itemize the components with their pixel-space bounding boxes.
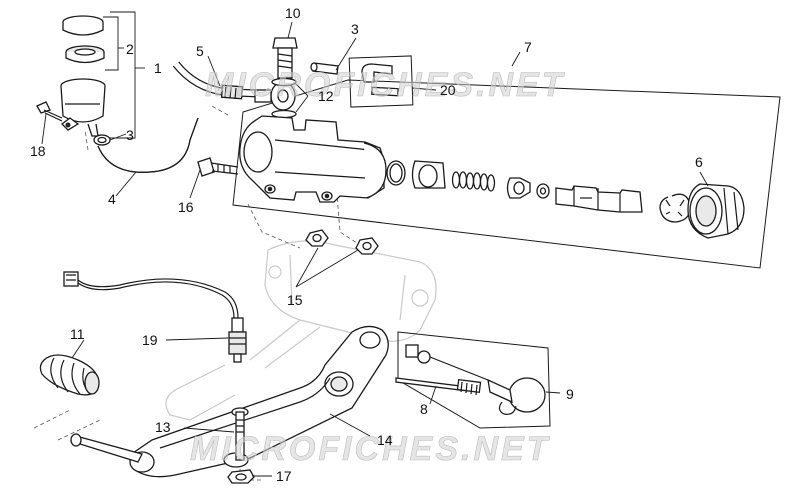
callout-4: 4 xyxy=(108,191,116,207)
callout-12: 12 xyxy=(318,88,334,104)
nut-15-right xyxy=(355,237,379,255)
pedal-switch xyxy=(228,317,247,363)
hose-clip-3 xyxy=(93,134,111,146)
screw-18 xyxy=(36,101,63,122)
push-rod-8 xyxy=(395,377,482,396)
callout-14: 14 xyxy=(377,432,393,448)
callout-16: 16 xyxy=(178,199,194,215)
callout-8: 8 xyxy=(420,401,428,417)
callout-10: 10 xyxy=(285,5,301,21)
piston xyxy=(555,185,643,213)
reservoir-cap xyxy=(62,15,105,64)
circlip xyxy=(659,193,691,223)
kit-frame-7 xyxy=(232,79,781,269)
leader-lines xyxy=(41,21,709,477)
callout-7: 7 xyxy=(524,39,532,55)
rod-end-parts-9 xyxy=(405,344,546,415)
watermark-bottom: MICROFICHES.NET xyxy=(190,430,551,468)
pin-3 xyxy=(310,62,339,75)
small-washer xyxy=(536,183,550,199)
callout-5: 5 xyxy=(196,43,204,59)
callout-15: 15 xyxy=(287,292,303,308)
hose-4 xyxy=(97,117,199,173)
hose-5 xyxy=(172,61,269,100)
piston-cup xyxy=(506,177,531,199)
callout-6: 6 xyxy=(695,154,703,170)
pedal-rubber-11 xyxy=(39,354,100,396)
nut-17 xyxy=(227,469,255,484)
fluid-reservoir xyxy=(60,78,106,137)
parts-20 xyxy=(361,63,399,97)
callout-13: 13 xyxy=(155,419,171,435)
callout-20: 20 xyxy=(440,82,456,98)
bolt-13 xyxy=(231,407,249,461)
switch-cable-19 xyxy=(77,278,239,319)
kit-frame-20 xyxy=(348,55,414,108)
callout-17: 17 xyxy=(276,468,292,484)
seal-cup xyxy=(411,160,446,189)
callout-1: 1 xyxy=(154,60,162,76)
callout-numbers: 1 2 3 3 4 5 6 7 8 9 10 11 12 13 14 15 16… xyxy=(30,5,703,484)
washer-12-upper xyxy=(271,77,297,87)
callout-9: 9 xyxy=(566,386,574,402)
bracket-1-2 xyxy=(103,11,145,139)
watermark-top: MICROFICHES.NET xyxy=(205,66,566,104)
kit-frame-9 xyxy=(397,331,551,429)
nut-15-left xyxy=(305,229,329,247)
banjo-fitting xyxy=(254,81,296,111)
bolt-16 xyxy=(197,157,239,177)
callout-3-pin: 3 xyxy=(351,21,359,37)
callout-3-clip: 3 xyxy=(126,127,134,143)
o-ring xyxy=(386,160,406,186)
callout-2: 2 xyxy=(126,41,134,57)
dust-boot-6 xyxy=(687,183,745,239)
callout-11: 11 xyxy=(70,326,85,342)
callout-18: 18 xyxy=(30,143,46,159)
callout-19: 19 xyxy=(142,332,158,348)
pedal-shaft xyxy=(70,433,143,463)
master-cylinder-body xyxy=(239,115,387,203)
switch-connector xyxy=(63,271,79,287)
spring xyxy=(451,171,496,192)
